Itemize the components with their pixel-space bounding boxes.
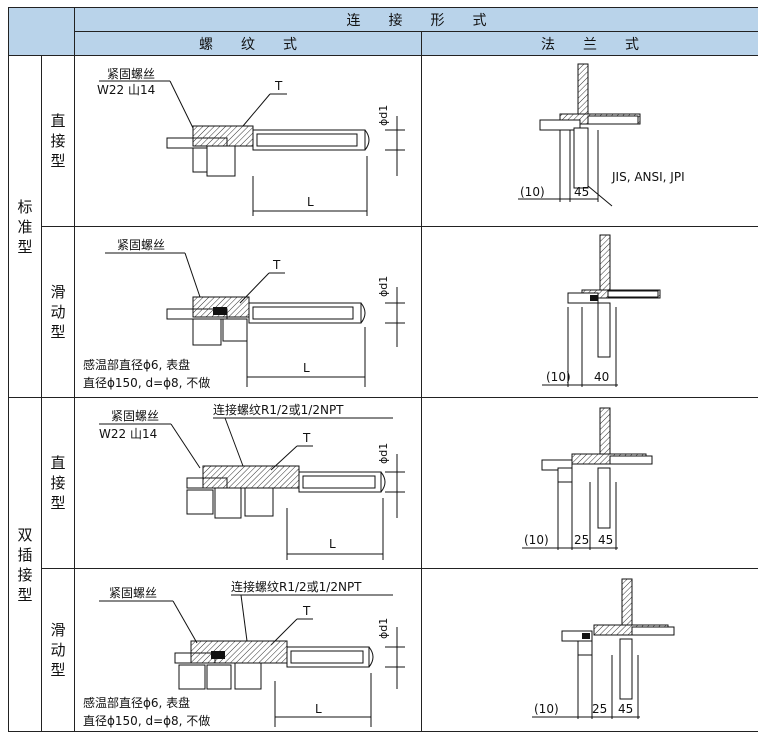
svg-text:紧固螺丝: 紧固螺丝	[109, 586, 157, 600]
header-flange-type: 法 兰 式	[421, 31, 758, 56]
svg-text:25: 25	[574, 533, 589, 547]
svg-text:T: T	[274, 79, 283, 93]
svg-text:45: 45	[598, 533, 613, 547]
svg-text:感温部直径ϕ6, 表盘: 感温部直径ϕ6, 表盘	[83, 695, 190, 710]
svg-text:W22 山14: W22 山14	[99, 427, 157, 441]
svg-text:L: L	[315, 702, 322, 716]
svg-text:直径ϕ150, d=ϕ8, 不做: 直径ϕ150, d=ϕ8, 不做	[83, 375, 210, 390]
svg-text:紧固螺丝: 紧固螺丝	[117, 238, 165, 252]
thread-diagram-double-direct: 紧固螺丝 W22 山14 连接螺纹R1/2或1/2NPT T ϕd1	[74, 397, 422, 569]
header-thread-type: 螺 纹 式	[74, 31, 422, 56]
thread-diagram-double-sliding: 紧固螺丝 连接螺纹R1/2或1/2NPT T ϕd1	[74, 568, 422, 732]
svg-text:T: T	[302, 604, 311, 618]
svg-text:感温部直径ϕ6, 表盘: 感温部直径ϕ6, 表盘	[83, 357, 190, 372]
row-label-direct: 直接型	[41, 55, 75, 227]
svg-text:ϕd1: ϕd1	[377, 105, 390, 126]
svg-text:(10): (10)	[520, 185, 545, 199]
svg-text:T: T	[272, 258, 281, 272]
svg-text:连接螺纹R1/2或1/2NPT: 连接螺纹R1/2或1/2NPT	[231, 579, 362, 594]
group-label-double-insert: 双插接型	[8, 397, 42, 732]
svg-text:45: 45	[574, 185, 589, 199]
svg-text:L: L	[329, 537, 336, 551]
thread-diagram-standard-sliding: 紧固螺丝 T ϕd1 L	[74, 226, 422, 398]
svg-text:ϕd1: ϕd1	[377, 618, 390, 639]
group-label-standard: 标准型	[8, 55, 42, 398]
svg-text:ϕd1: ϕd1	[377, 276, 390, 297]
flange-diagram-standard-sliding: (10) 40	[421, 226, 758, 398]
svg-text:T: T	[302, 431, 311, 445]
svg-text:L: L	[307, 195, 314, 209]
flange-diagram-standard-direct: JIS, ANSI, JPI (10) 45	[421, 55, 758, 227]
svg-text:(10): (10)	[524, 533, 549, 547]
header-corner	[8, 7, 75, 56]
svg-text:ϕd1: ϕd1	[377, 443, 390, 464]
header-connection-form: 连 接 形 式	[74, 7, 758, 32]
row-label-sliding: 滑动型	[41, 226, 75, 398]
svg-text:JIS, ANSI, JPI: JIS, ANSI, JPI	[611, 170, 685, 184]
row-label-direct-2: 直接型	[41, 397, 75, 569]
svg-text:40: 40	[594, 370, 609, 384]
svg-text:紧固螺丝: 紧固螺丝	[111, 409, 159, 423]
svg-text:直径ϕ150, d=ϕ8, 不做: 直径ϕ150, d=ϕ8, 不做	[83, 713, 210, 728]
row-label-sliding-2: 滑动型	[41, 568, 75, 732]
svg-text:W22 山14: W22 山14	[97, 83, 155, 97]
connection-form-table: 连 接 形 式 螺 纹 式 法 兰 式 标准型 直接型 紧固螺丝 W22 山14…	[8, 7, 758, 732]
svg-text:25: 25	[592, 702, 607, 716]
thread-diagram-standard-direct: 紧固螺丝 W22 山14 T ϕd1	[74, 55, 422, 227]
svg-text:紧固螺丝: 紧固螺丝	[107, 67, 155, 81]
svg-text:(10): (10)	[534, 702, 559, 716]
svg-text:(10): (10)	[546, 370, 571, 384]
svg-text:45: 45	[618, 702, 633, 716]
flange-diagram-double-sliding: (10) 25 45	[421, 568, 758, 732]
flange-diagram-double-direct: (10) 25 45	[421, 397, 758, 569]
svg-text:连接螺纹R1/2或1/2NPT: 连接螺纹R1/2或1/2NPT	[213, 402, 344, 417]
svg-text:L: L	[303, 361, 310, 375]
